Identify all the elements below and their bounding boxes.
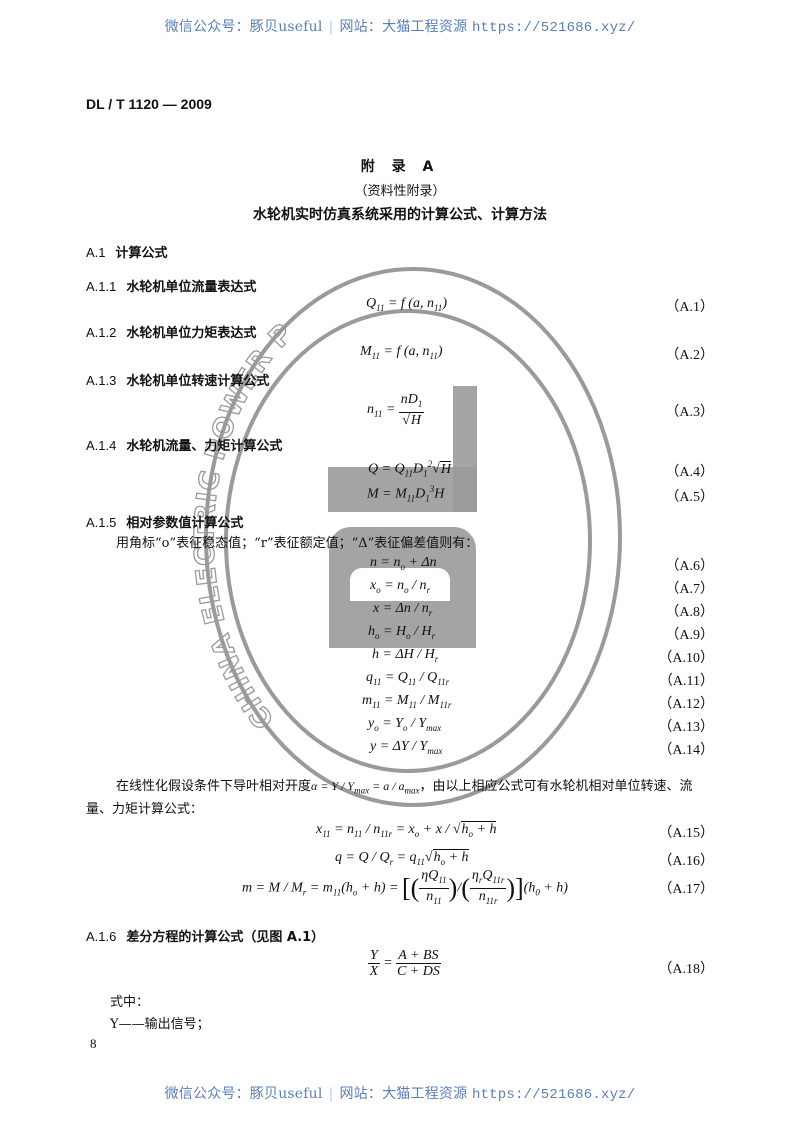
equation-number: （A.7） <box>665 582 714 597</box>
stamp-outer-ring <box>204 267 622 807</box>
site-url-link[interactable]: https://521686.xyz/ <box>471 20 636 36</box>
equation-A11: q11 = Q11 / Q11r <box>366 670 450 687</box>
page-number: 8 <box>90 1036 97 1051</box>
equation-A10: h = ΔH / Hr <box>372 647 439 664</box>
annex-heading: 水轮机实时仿真系统采用的计算公式、计算方法 <box>253 207 547 223</box>
annex-title: 附 录 A <box>360 159 440 175</box>
top-watermark-bar: 微信公众号：豚贝useful | 网站：大猫工程资源 https://521686.… <box>0 16 800 36</box>
stamp-inner-ring <box>224 309 592 773</box>
equation-A16: q = Q / Qr = q11√ho + h <box>335 849 469 867</box>
equation-A3: n11 = nD1√H <box>367 392 425 428</box>
equation-A2: M11 = f (a, n11) <box>360 344 443 361</box>
linearization-paragraph-cont: 量、力矩计算公式： <box>86 802 204 817</box>
equation-number: （A.8） <box>665 605 714 620</box>
bottom-watermark-bar: 微信公众号：豚贝useful | 网站：大猫工程资源 https://521686.… <box>0 1083 800 1103</box>
equation-A13: yo = Yo / Ymax <box>368 716 442 733</box>
equation-A6: n = no + Δn <box>370 555 437 572</box>
equation-A12: m11 = M11 / M11r <box>362 693 452 710</box>
equation-number: （A.5） <box>665 490 714 505</box>
equation-number: （A.14） <box>658 743 714 758</box>
equation-number: （A.2） <box>665 348 714 363</box>
equation-number: （A.4） <box>665 465 714 480</box>
standard-code: DL / T 1120 — 2009 <box>86 96 212 112</box>
equation-A1: Q11 = f (a, n11) <box>366 296 447 313</box>
equation-number: （A.6） <box>665 559 714 574</box>
equation-number: （A.9） <box>665 628 714 643</box>
separator: | <box>328 1086 334 1102</box>
equation-A7: xo = no / nr <box>370 578 431 595</box>
wechat-label: 微信公众号：豚贝useful <box>164 19 323 35</box>
equation-A8: x = Δn / nr <box>373 601 433 618</box>
equation-number: （A.12） <box>658 697 714 712</box>
linearization-paragraph: 在线性化假设条件下导叶相对开度α = Y / Ymax = a / amax，由… <box>116 779 693 796</box>
site-label: 网站：大猫工程资源 <box>339 19 468 35</box>
site-url-link[interactable]: https://521686.xyz/ <box>471 1087 636 1103</box>
stamp-logo-horizontal-band <box>328 467 477 512</box>
equation-A5: M = M11D13H <box>367 484 445 504</box>
equation-number: （A.1） <box>665 300 714 315</box>
equation-number: （A.16） <box>658 854 714 869</box>
annex-type: （资料性附录） <box>354 184 446 199</box>
equation-number: （A.18） <box>658 962 714 977</box>
equation-A15: x11 = n11 / n11r = xo + x / √ho + h <box>316 821 497 839</box>
where-label: 式中： <box>110 995 150 1010</box>
equation-number: （A.17） <box>658 882 714 897</box>
equation-number: （A.13） <box>658 720 714 735</box>
equation-A14: y = ΔY / Ymax <box>370 739 443 756</box>
separator: | <box>328 19 334 35</box>
equation-number: （A.15） <box>658 826 714 841</box>
stamp-logo-window <box>350 568 450 601</box>
equation-number: （A.11） <box>658 674 714 689</box>
equation-number: （A.3） <box>665 405 714 420</box>
relative-intro-text: 用角标“o”表征稳态值；“r”表征额定值；“Δ”表征偏差值则有： <box>116 536 479 551</box>
wechat-label: 微信公众号：豚贝useful <box>164 1086 323 1102</box>
y-definition: Y——输出信号； <box>110 1017 210 1032</box>
equation-A9: ho = Ho / Hr <box>368 624 436 641</box>
site-label: 网站：大猫工程资源 <box>339 1086 468 1102</box>
equation-A4: Q = Q11D12√H <box>368 459 451 479</box>
equation-number: （A.10） <box>658 651 714 666</box>
